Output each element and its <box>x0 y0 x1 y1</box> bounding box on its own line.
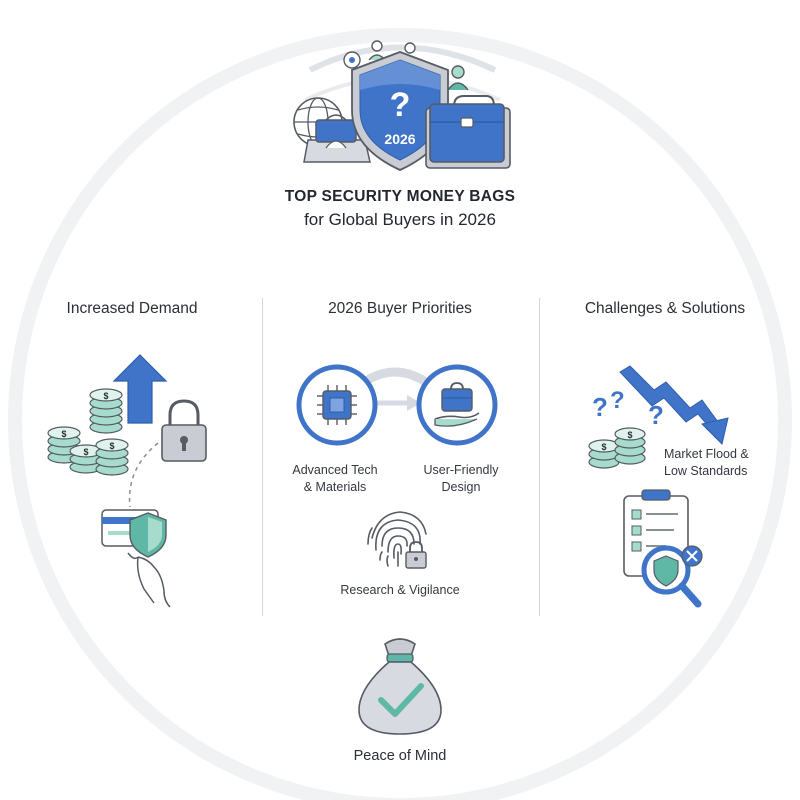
column-divider <box>539 298 540 616</box>
coin-symbol: $ <box>103 391 108 401</box>
shield-icon: ? 2026 <box>351 51 449 171</box>
heading-buyer-priorities: 2026 Buyer Priorities <box>328 300 472 317</box>
close-circle-icon <box>681 545 703 567</box>
shield-check-icon <box>129 512 167 558</box>
caption-line: Design <box>441 480 481 494</box>
coin-symbol: $ <box>601 442 606 452</box>
question-mark-icon: ? <box>610 387 625 414</box>
briefcase-icon <box>425 95 511 169</box>
magnifier-shield-icon <box>641 545 702 608</box>
hand-icon <box>127 552 171 608</box>
caption-line: Low Standards <box>664 464 748 478</box>
arrow-up-icon <box>112 354 168 424</box>
shield-year: 2026 <box>384 131 415 147</box>
buyer-priorities-illustration <box>296 364 498 446</box>
challenges-illustration: ? ? ? $ $ <box>588 365 729 608</box>
hand-with-bag-icon <box>416 364 498 446</box>
heading-increased-demand: Increased Demand <box>66 300 198 317</box>
coin-stacks-icon: $ $ <box>588 427 646 469</box>
shield-question-mark: ? <box>390 86 411 124</box>
caption-research-vigilance: Research & Vigilance <box>340 583 460 597</box>
coin-symbol: $ <box>109 441 114 451</box>
coin-symbol: $ <box>83 447 88 457</box>
question-mark-icon: ? <box>592 392 608 422</box>
fingerprint-lock-icon <box>367 511 427 569</box>
pin-icon <box>343 51 361 69</box>
coin-symbol: $ <box>627 430 632 440</box>
microchip-icon <box>296 364 378 446</box>
person-icon <box>447 65 469 91</box>
small-bag-icon <box>303 114 371 163</box>
caption-market-flood: Market Flood & Low Standards <box>664 446 794 480</box>
money-bag-check-icon <box>358 638 442 735</box>
title-line-2: for Global Buyers in 2026 <box>304 210 496 229</box>
coin-stacks-icon: $ $ $ $ <box>47 388 129 476</box>
title-block: TOP SECURITY MONEY BAGS for Global Buyer… <box>200 188 600 230</box>
caption-line: & Materials <box>303 480 367 494</box>
caption-line: Advanced Tech <box>292 463 378 477</box>
caption-advanced-tech: Advanced Tech & Materials <box>280 462 390 496</box>
header-illustration: ? 2026 <box>293 40 511 171</box>
heading-challenges-solutions: Challenges & Solutions <box>584 300 746 317</box>
caption-line: Market Flood & <box>664 447 749 461</box>
caption-user-friendly: User-Friendly Design <box>406 462 516 496</box>
peace-of-mind-label: Peace of Mind <box>353 748 447 764</box>
arrow-down-trend-icon <box>619 365 729 445</box>
column-divider <box>262 298 263 616</box>
coin-symbol: $ <box>61 429 66 439</box>
padlock-icon <box>405 541 427 569</box>
caption-line: User-Friendly <box>423 463 499 477</box>
increased-demand-illustration: $ $ $ $ <box>47 354 207 608</box>
padlock-icon <box>161 399 207 462</box>
title-line-1: TOP SECURITY MONEY BAGS <box>284 188 516 205</box>
question-mark-icon: ? <box>648 400 664 430</box>
